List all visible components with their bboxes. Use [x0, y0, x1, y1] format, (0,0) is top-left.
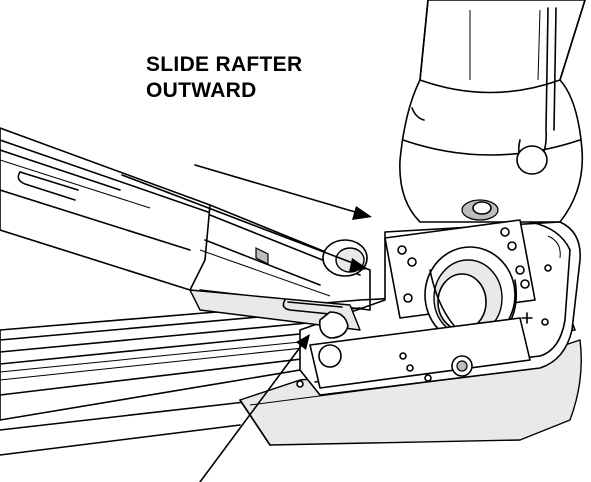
vertical-post — [399, 0, 586, 223]
instruction-label: SLIDE RAFTER OUTWARD — [146, 52, 302, 104]
instruction-line-2: OUTWARD — [146, 79, 257, 102]
instruction-line-1: SLIDE RAFTER — [146, 53, 303, 76]
pulley — [424, 246, 518, 344]
roller-wheel — [318, 239, 368, 339]
rafter-tube — [0, 127, 371, 331]
callout-leader-arrow — [199, 334, 310, 482]
rafter-guide-arrow — [121, 174, 368, 272]
lower-plate — [296, 317, 531, 389]
slide-direction-arrow — [194, 164, 372, 220]
